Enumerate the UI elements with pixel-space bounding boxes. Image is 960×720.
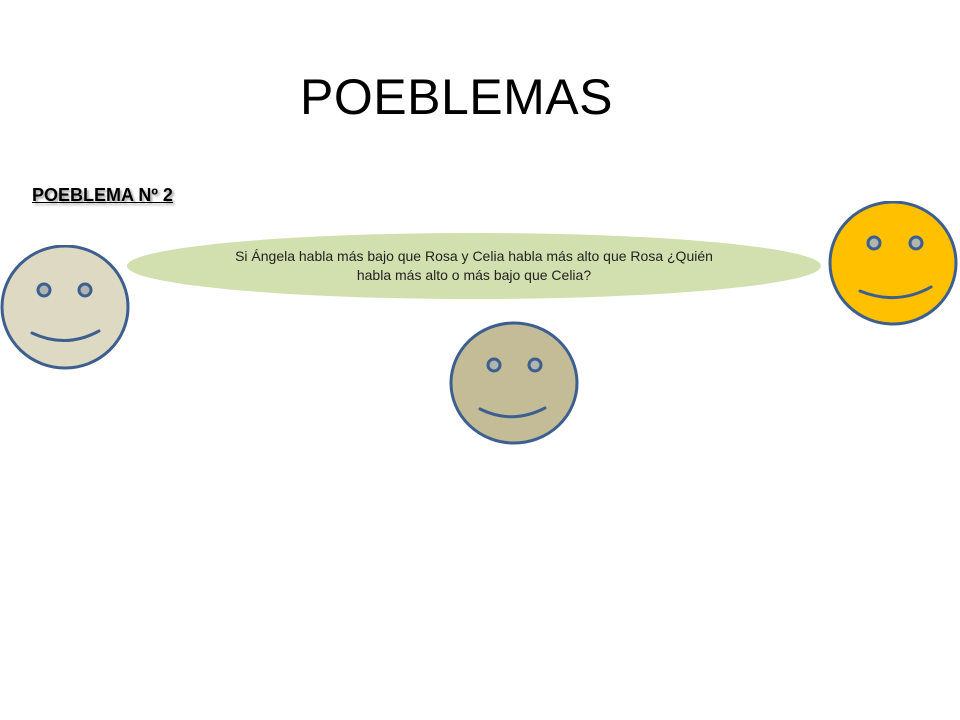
right-eye — [77, 282, 93, 298]
right-eye — [908, 235, 924, 251]
smile — [858, 285, 933, 300]
smiley-face-left — [0, 245, 130, 370]
left-eye — [36, 282, 52, 298]
slide-title: POEBLEMAS — [300, 69, 613, 125]
left-eye — [866, 235, 882, 251]
face-circle — [828, 201, 958, 326]
smiley-face-right — [828, 201, 958, 326]
problem-heading: POEBLEMA Nº 2 — [32, 185, 173, 205]
face-circle — [0, 245, 130, 370]
left-eye — [486, 357, 502, 373]
face-circle — [449, 321, 579, 445]
smile — [478, 406, 547, 419]
right-eye — [527, 357, 543, 373]
problem-text: Si Ángela habla más bajo que Rosa y Celi… — [235, 248, 713, 283]
smile — [30, 329, 101, 343]
problem-bubble: Si Ángela habla más bajo que Rosa y Celi… — [127, 233, 821, 299]
smiley-face-middle — [449, 321, 579, 445]
